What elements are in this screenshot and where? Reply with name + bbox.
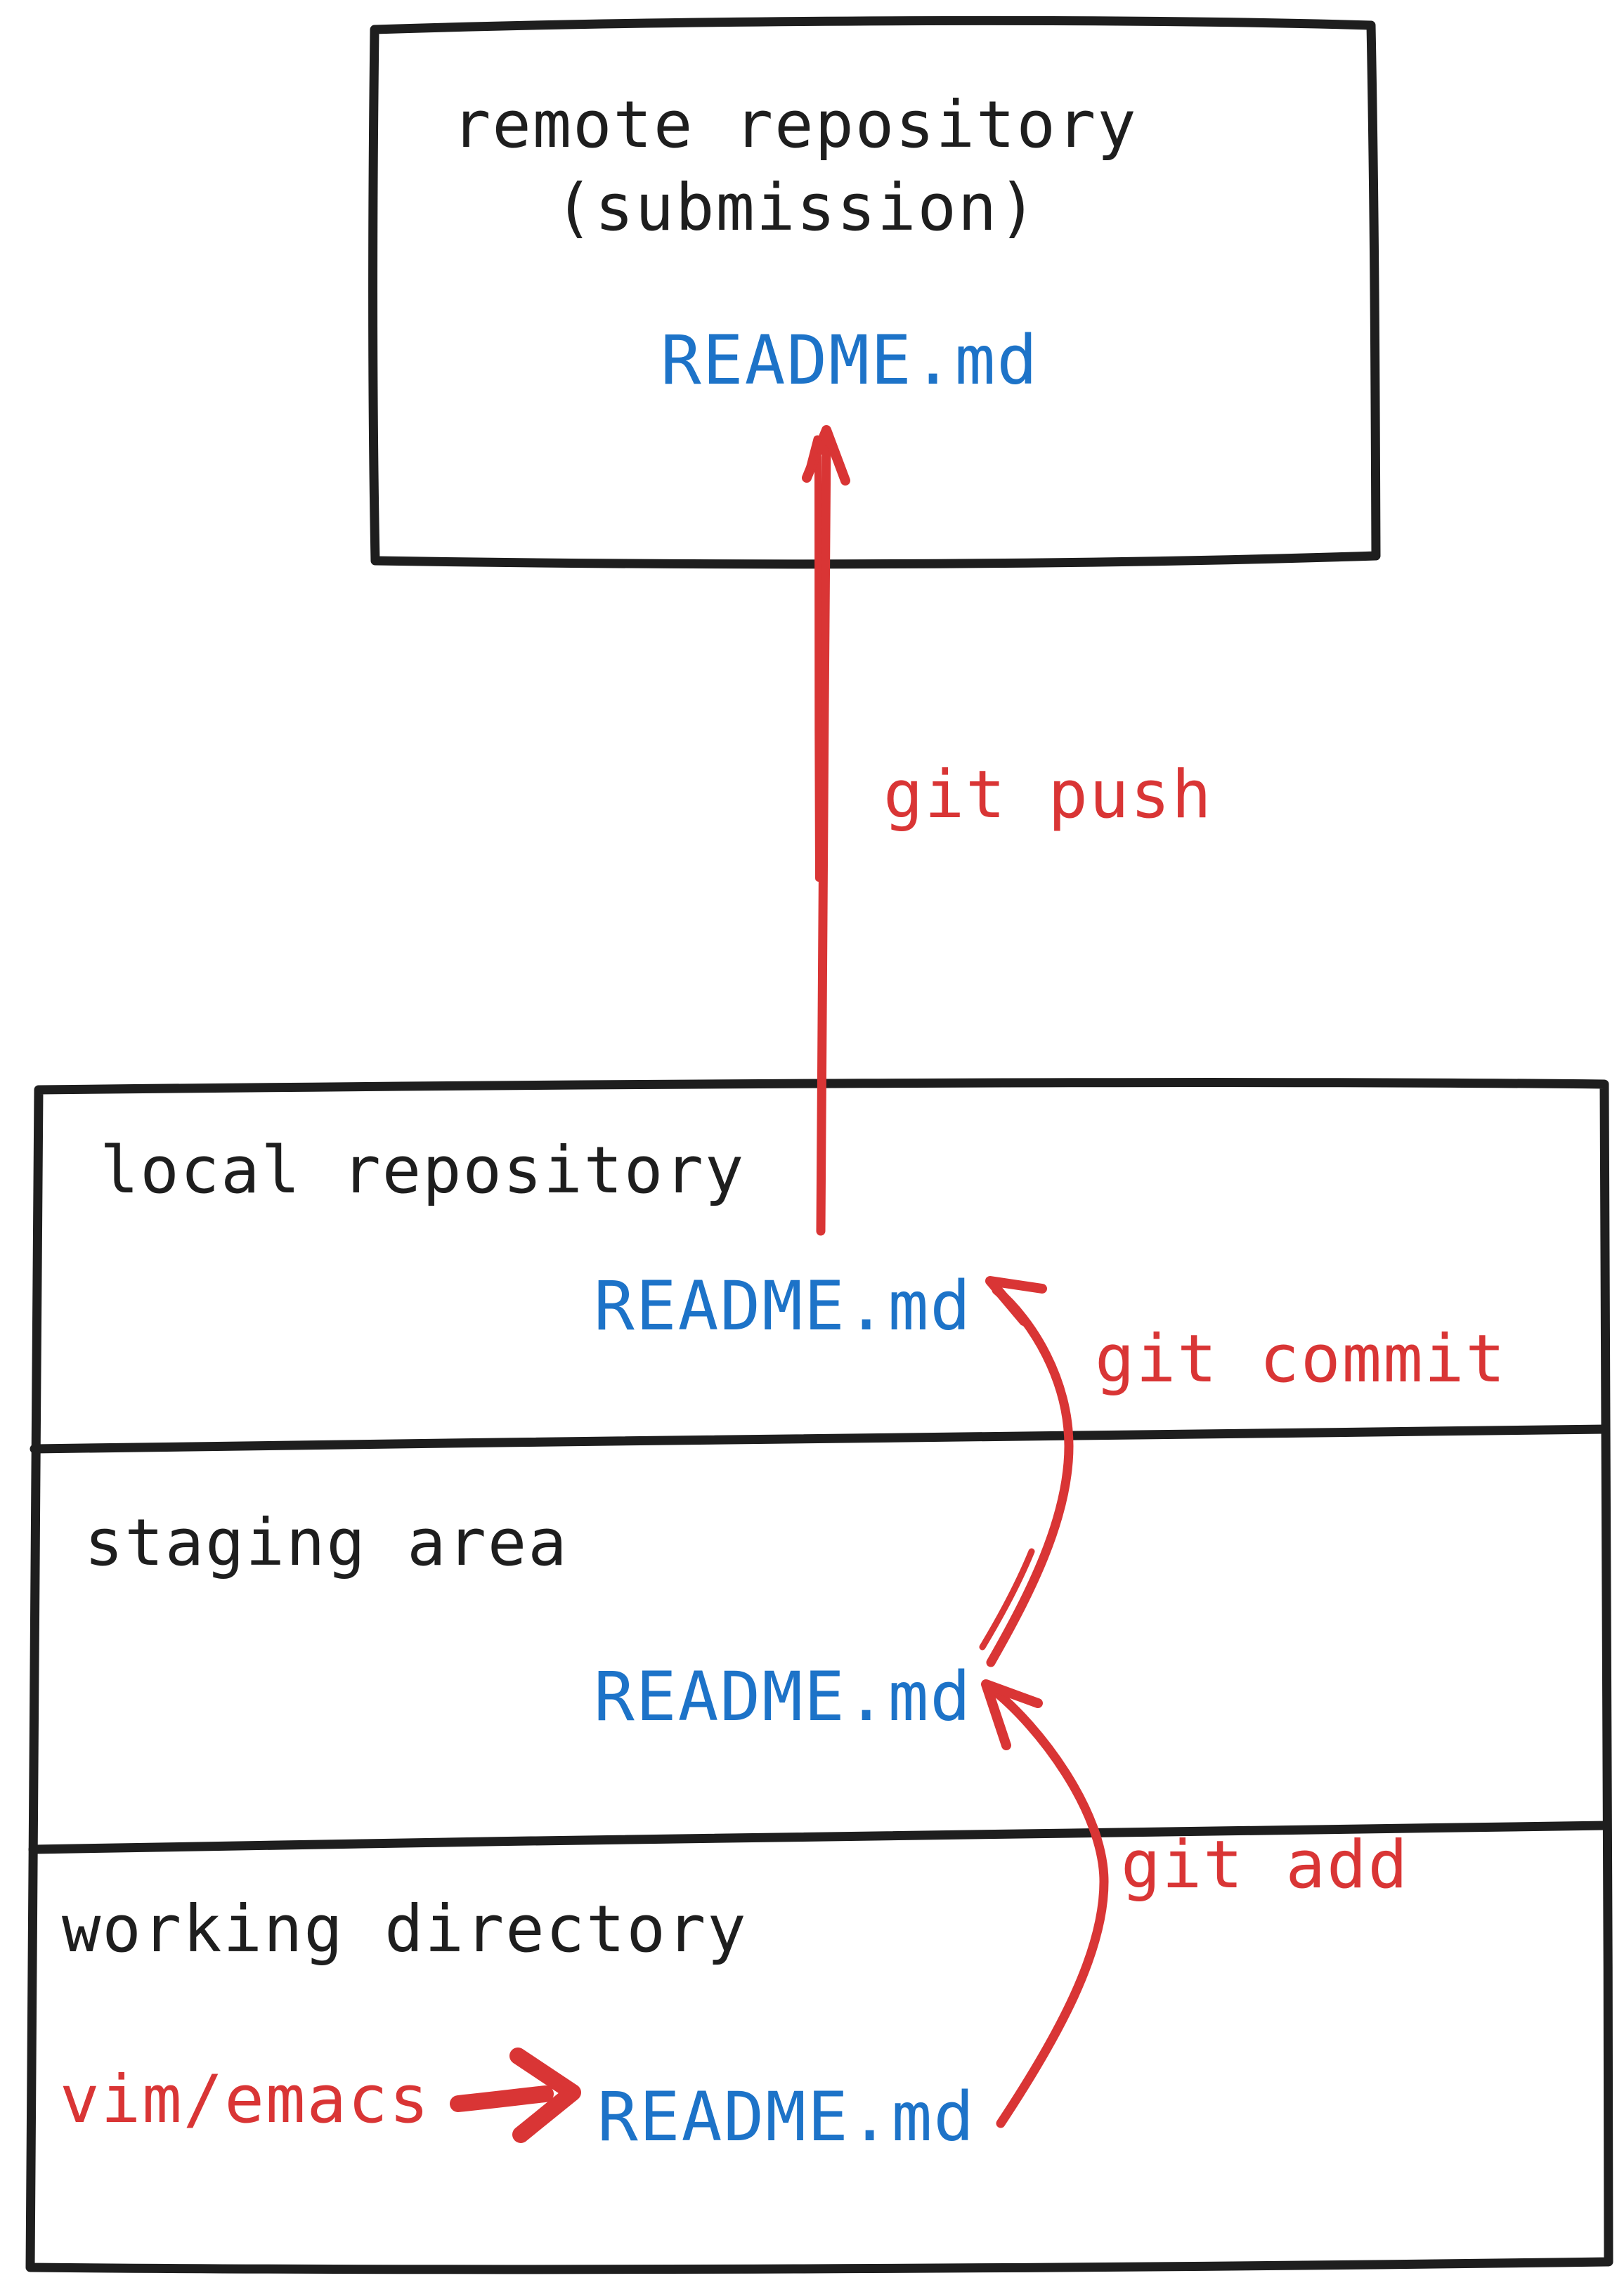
git-commit-label: git commit bbox=[1095, 1321, 1507, 1398]
git-commit-arrowhead bbox=[985, 1276, 1047, 1326]
git-push-arrow-retrace bbox=[814, 453, 822, 882]
local-staging-working-box bbox=[25, 1078, 1613, 2274]
staging-file-label: README.md bbox=[594, 1658, 973, 1736]
git-commit-arrow-retrace bbox=[979, 1548, 1035, 1651]
section-label-working-directory: working directory bbox=[62, 1892, 748, 1967]
remote-repository-title: remote repository bbox=[452, 87, 1138, 162]
working-file-label: README.md bbox=[597, 2078, 976, 2156]
git-push-arrowhead-retrace bbox=[805, 435, 821, 476]
remote-file-label: README.md bbox=[661, 321, 1039, 400]
git-add-arrow-shaft bbox=[987, 1684, 1109, 2128]
editor-arrow-shaft bbox=[450, 2085, 554, 2112]
git-push-label: git push bbox=[883, 757, 1213, 833]
git-add-arrowhead bbox=[981, 1679, 1043, 1750]
remote-repository-box bbox=[368, 15, 1381, 569]
git-push-arrow-shaft bbox=[816, 434, 831, 1236]
section-label-staging-area: staging area bbox=[84, 1505, 569, 1580]
remote-repository-subtitle: (submission) bbox=[554, 170, 1039, 245]
section-label-local-repository: local repository bbox=[100, 1133, 746, 1208]
editor-arrowhead bbox=[509, 2048, 581, 2143]
editor-label: vim/emacs bbox=[60, 2062, 431, 2138]
divider-local-staging bbox=[30, 1424, 1611, 1454]
divider-staging-working bbox=[28, 1821, 1611, 1854]
git-add-label: git add bbox=[1121, 1827, 1410, 1903]
git-commit-arrow-shaft bbox=[986, 1285, 1074, 1667]
local-file-label: README.md bbox=[594, 1267, 973, 1346]
